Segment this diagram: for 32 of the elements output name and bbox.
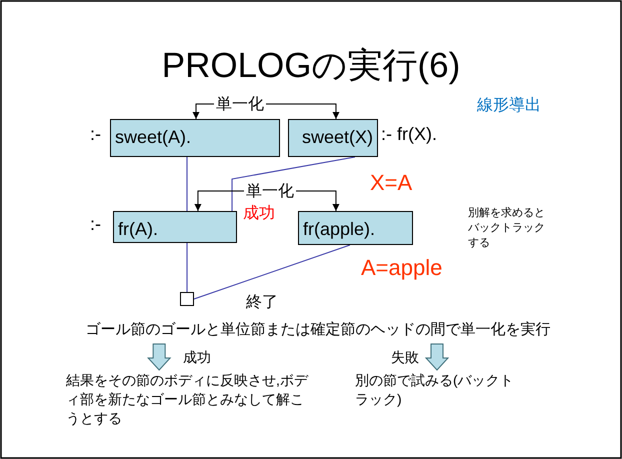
clause-box: sweet(A). [110,119,280,157]
empty-clause-square [180,292,194,306]
annotation-text: 成功 [243,204,275,224]
arrow [266,104,340,120]
slide-title: PROLOGの実行(6) [160,45,462,87]
connector-line [232,156,356,212]
clause-box: sweet(X) [288,119,378,157]
arrow [192,104,214,120]
clause-text: :- [90,124,101,145]
connector-line [186,242,188,292]
note-text: 別解を求めるとバックトラックする [468,206,546,251]
edge-label: 成功 [183,349,212,367]
arrow [194,190,244,212]
step-text: ゴール節のゴールと単位節または確定節のヘッドの間で単一化を実行 [60,320,576,342]
statement-text: 別の節で試みる(バックトラック) [355,371,519,415]
block-arrow [424,344,450,371]
step-text: 単一化 [244,181,296,201]
clause-box: fr(apple). [298,211,413,245]
end-text: 終了 [246,293,278,313]
block-arrow [147,344,172,371]
clause-text: :- fr(X). [381,124,437,145]
edge-label: 失敗 [391,349,419,367]
clause-text: :- [90,214,101,235]
connector-line [194,244,350,300]
step-text: 単一化 [214,94,266,114]
arrow [296,190,340,212]
substitution-text: X=A [370,170,412,196]
clause-box: fr(A). [113,211,237,243]
annotation-text: 線形導出 [477,96,541,116]
substitution-text: A=apple [361,255,442,281]
statement-text: 結果をその節のボディに反映させ,ボディ部を新たなゴール節とみなして解こうとする [66,371,308,433]
connector-line [186,156,188,212]
